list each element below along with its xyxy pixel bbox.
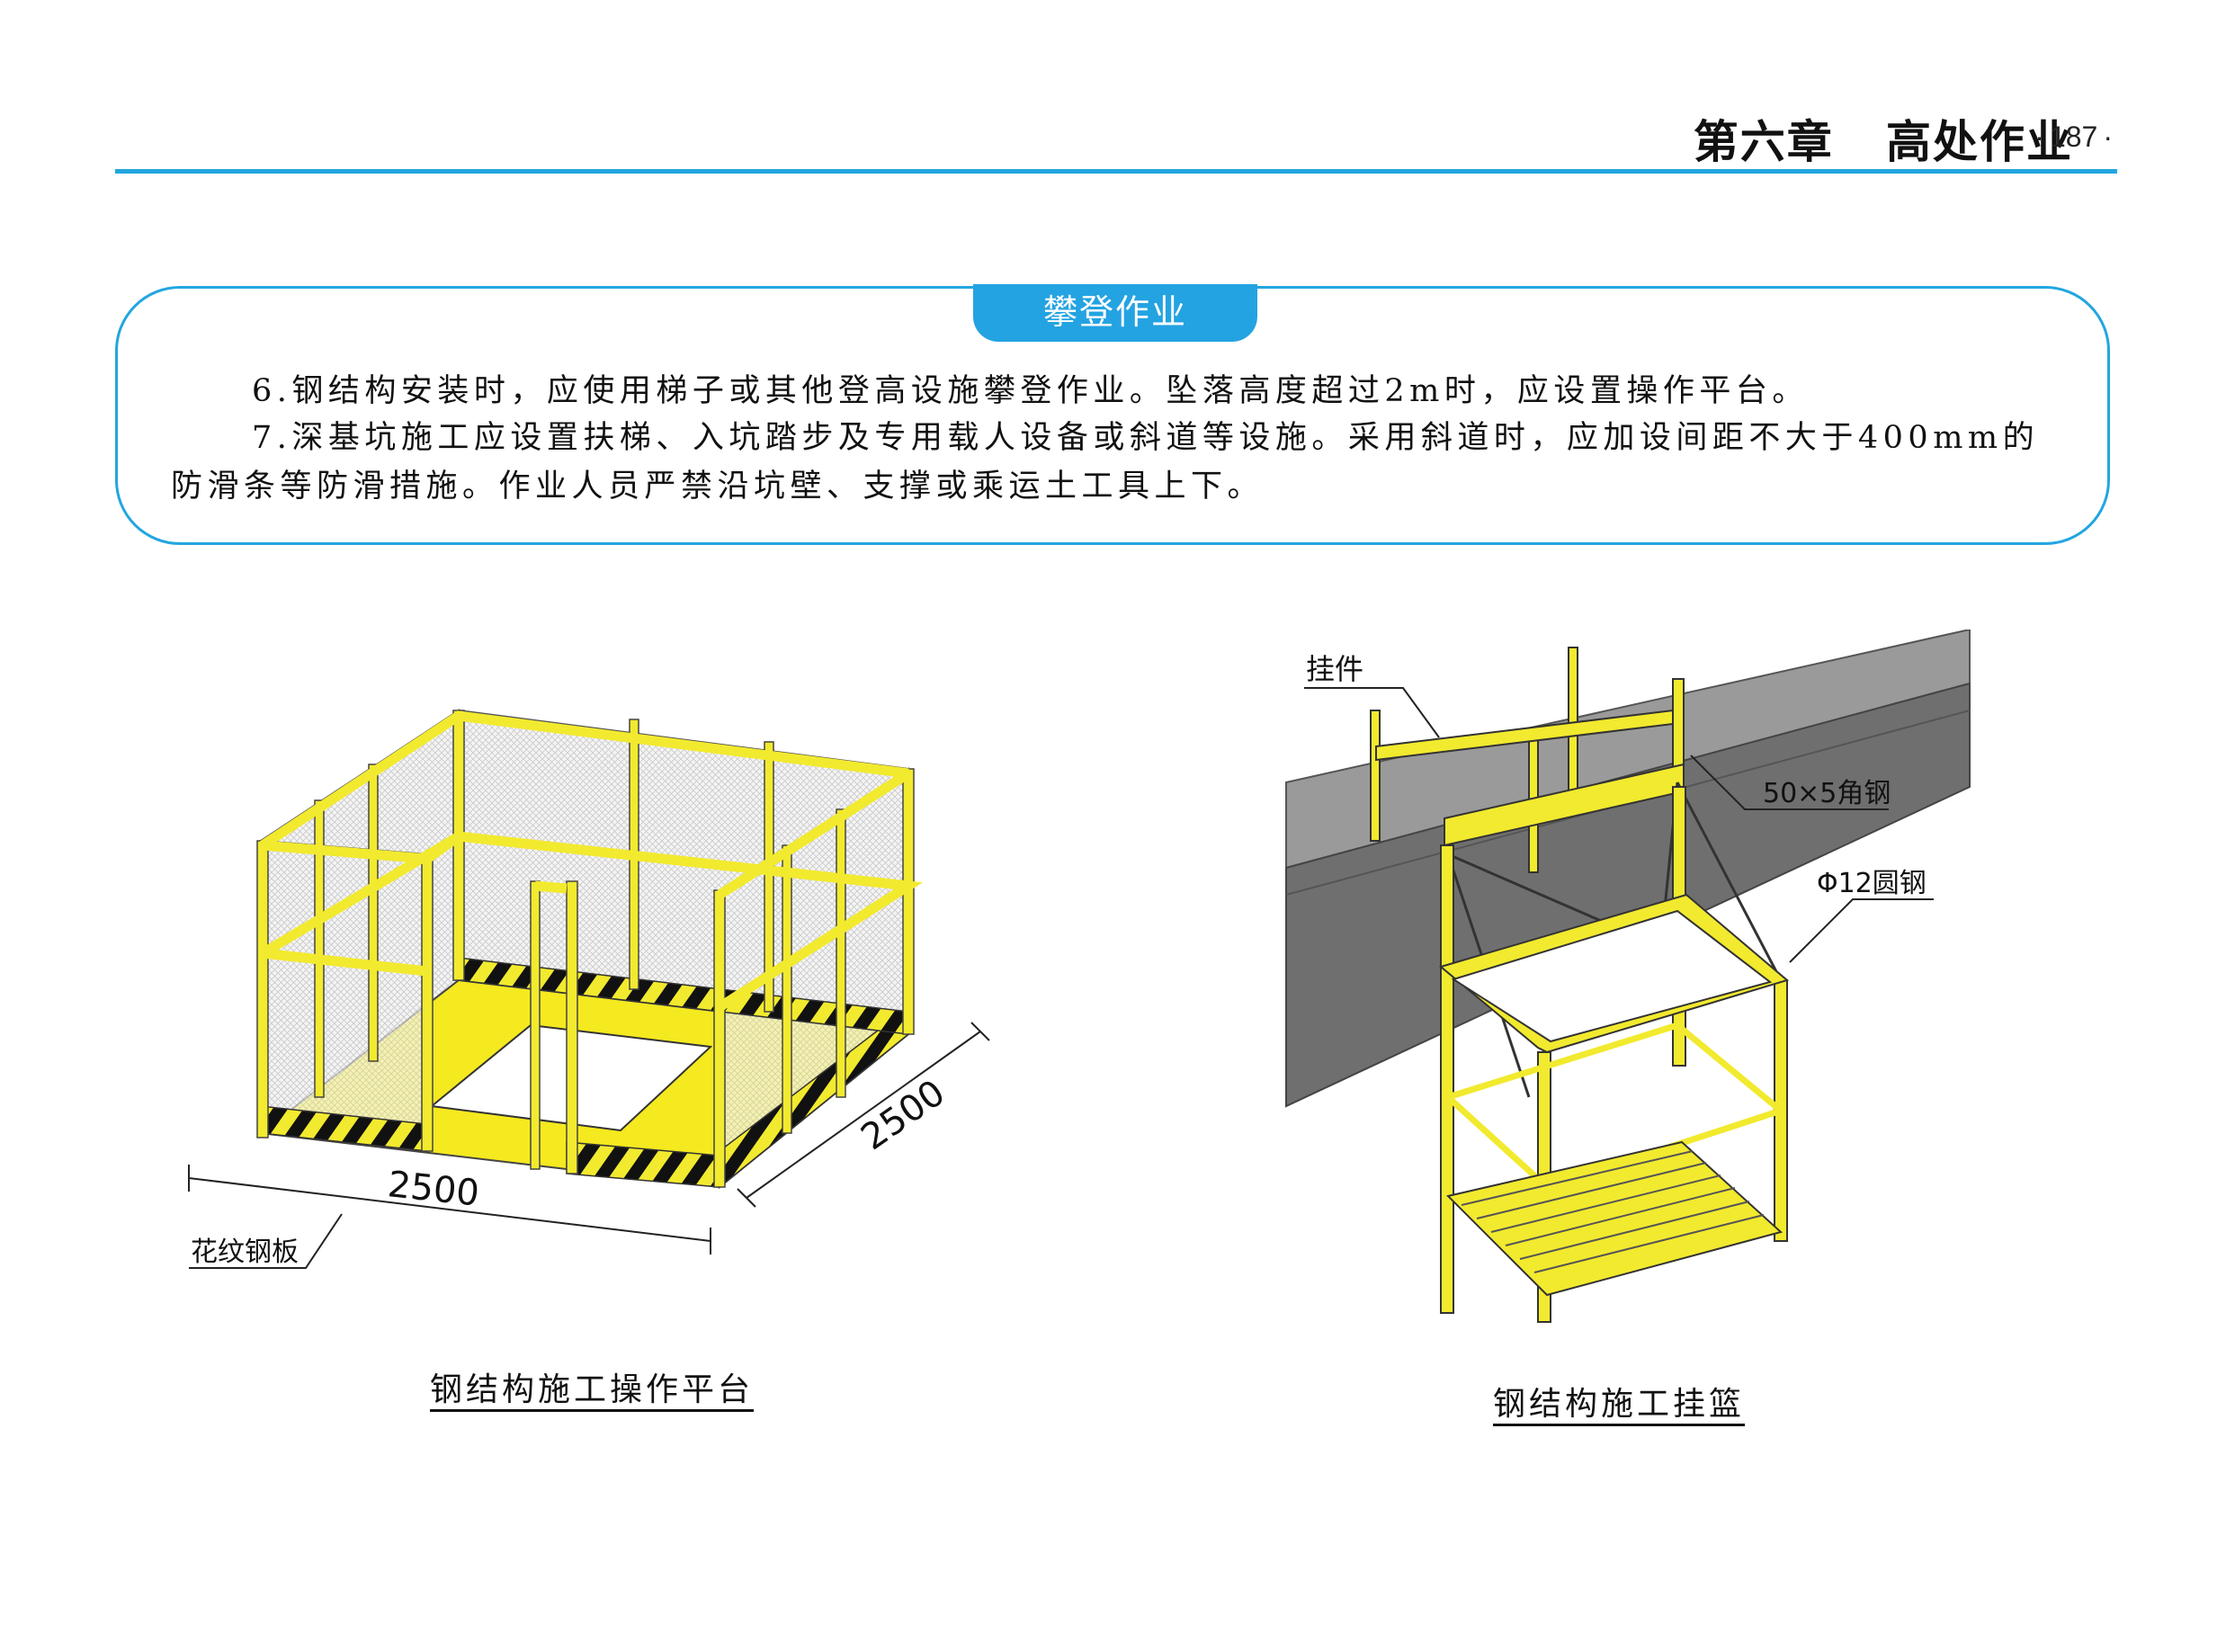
page-number: ·187· — [2034, 121, 2113, 153]
dimension-depth-label: 2500 — [854, 1072, 952, 1158]
platform-illustration: 2500 2500 花纹钢板 — [171, 683, 1070, 1277]
paragraph-6: 6.钢结构安装时，应使用梯子或其他登高设施攀登作业。坠落高度超过2m时，应设置操… — [171, 367, 2069, 415]
paragraph-7-text: 7.深基坑施工应设置扶梯、入坑踏步及专用载人设备或斜道等设施。采用斜道时，应加设… — [171, 420, 2040, 505]
hanging-basket-drawing: 挂件 50×5角钢 Φ12圆钢 — [1285, 628, 1971, 1323]
paragraph-6-text: 6.钢结构安装时，应使用梯子或其他登高设施攀登作业。坠落高度超过2m时，应设置操… — [252, 373, 1809, 409]
chapter-title: 第六章 高处作业 — [1693, 116, 2073, 168]
angle-steel-callout-label: 50×5角钢 — [1763, 778, 1891, 809]
round-steel-callout-label: Φ12圆钢 — [1817, 868, 1927, 899]
platform-caption: 钢结构施工操作平台 — [430, 1371, 755, 1408]
page-number-value: 187 — [2049, 121, 2098, 153]
callout-lines — [1304, 687, 1934, 963]
paragraph-7: 7.深基坑施工应设置扶梯、入坑踏步及专用载人设备或斜道等设施。采用斜道时，应加设… — [171, 414, 2069, 511]
floor-slats — [1461, 1150, 1765, 1273]
dimension-lines — [188, 1022, 990, 1255]
steel-beam-side — [1285, 682, 1971, 1108]
floor-callout-line — [189, 1213, 343, 1269]
hanging-basket-caption: 钢结构施工挂篮 — [1493, 1386, 1746, 1423]
platform-rails — [259, 710, 924, 1012]
section-tab: 攀登作业 — [973, 284, 1257, 342]
floor-callout-label: 花纹钢板 — [191, 1237, 299, 1268]
hook-parts — [1370, 647, 1685, 873]
front-left-mesh — [260, 839, 428, 1153]
basket-top-opening — [1451, 909, 1773, 1043]
platform-drawing: 2500 2500 花纹钢板 — [188, 709, 990, 1269]
header-rule — [115, 169, 2117, 174]
dimension-width-label: 2500 — [386, 1164, 481, 1214]
hanging-basket-illustration: 挂件 50×5角钢 Φ12圆钢 — [1277, 628, 1997, 1331]
hook-callout-label: 挂件 — [1306, 652, 1363, 686]
